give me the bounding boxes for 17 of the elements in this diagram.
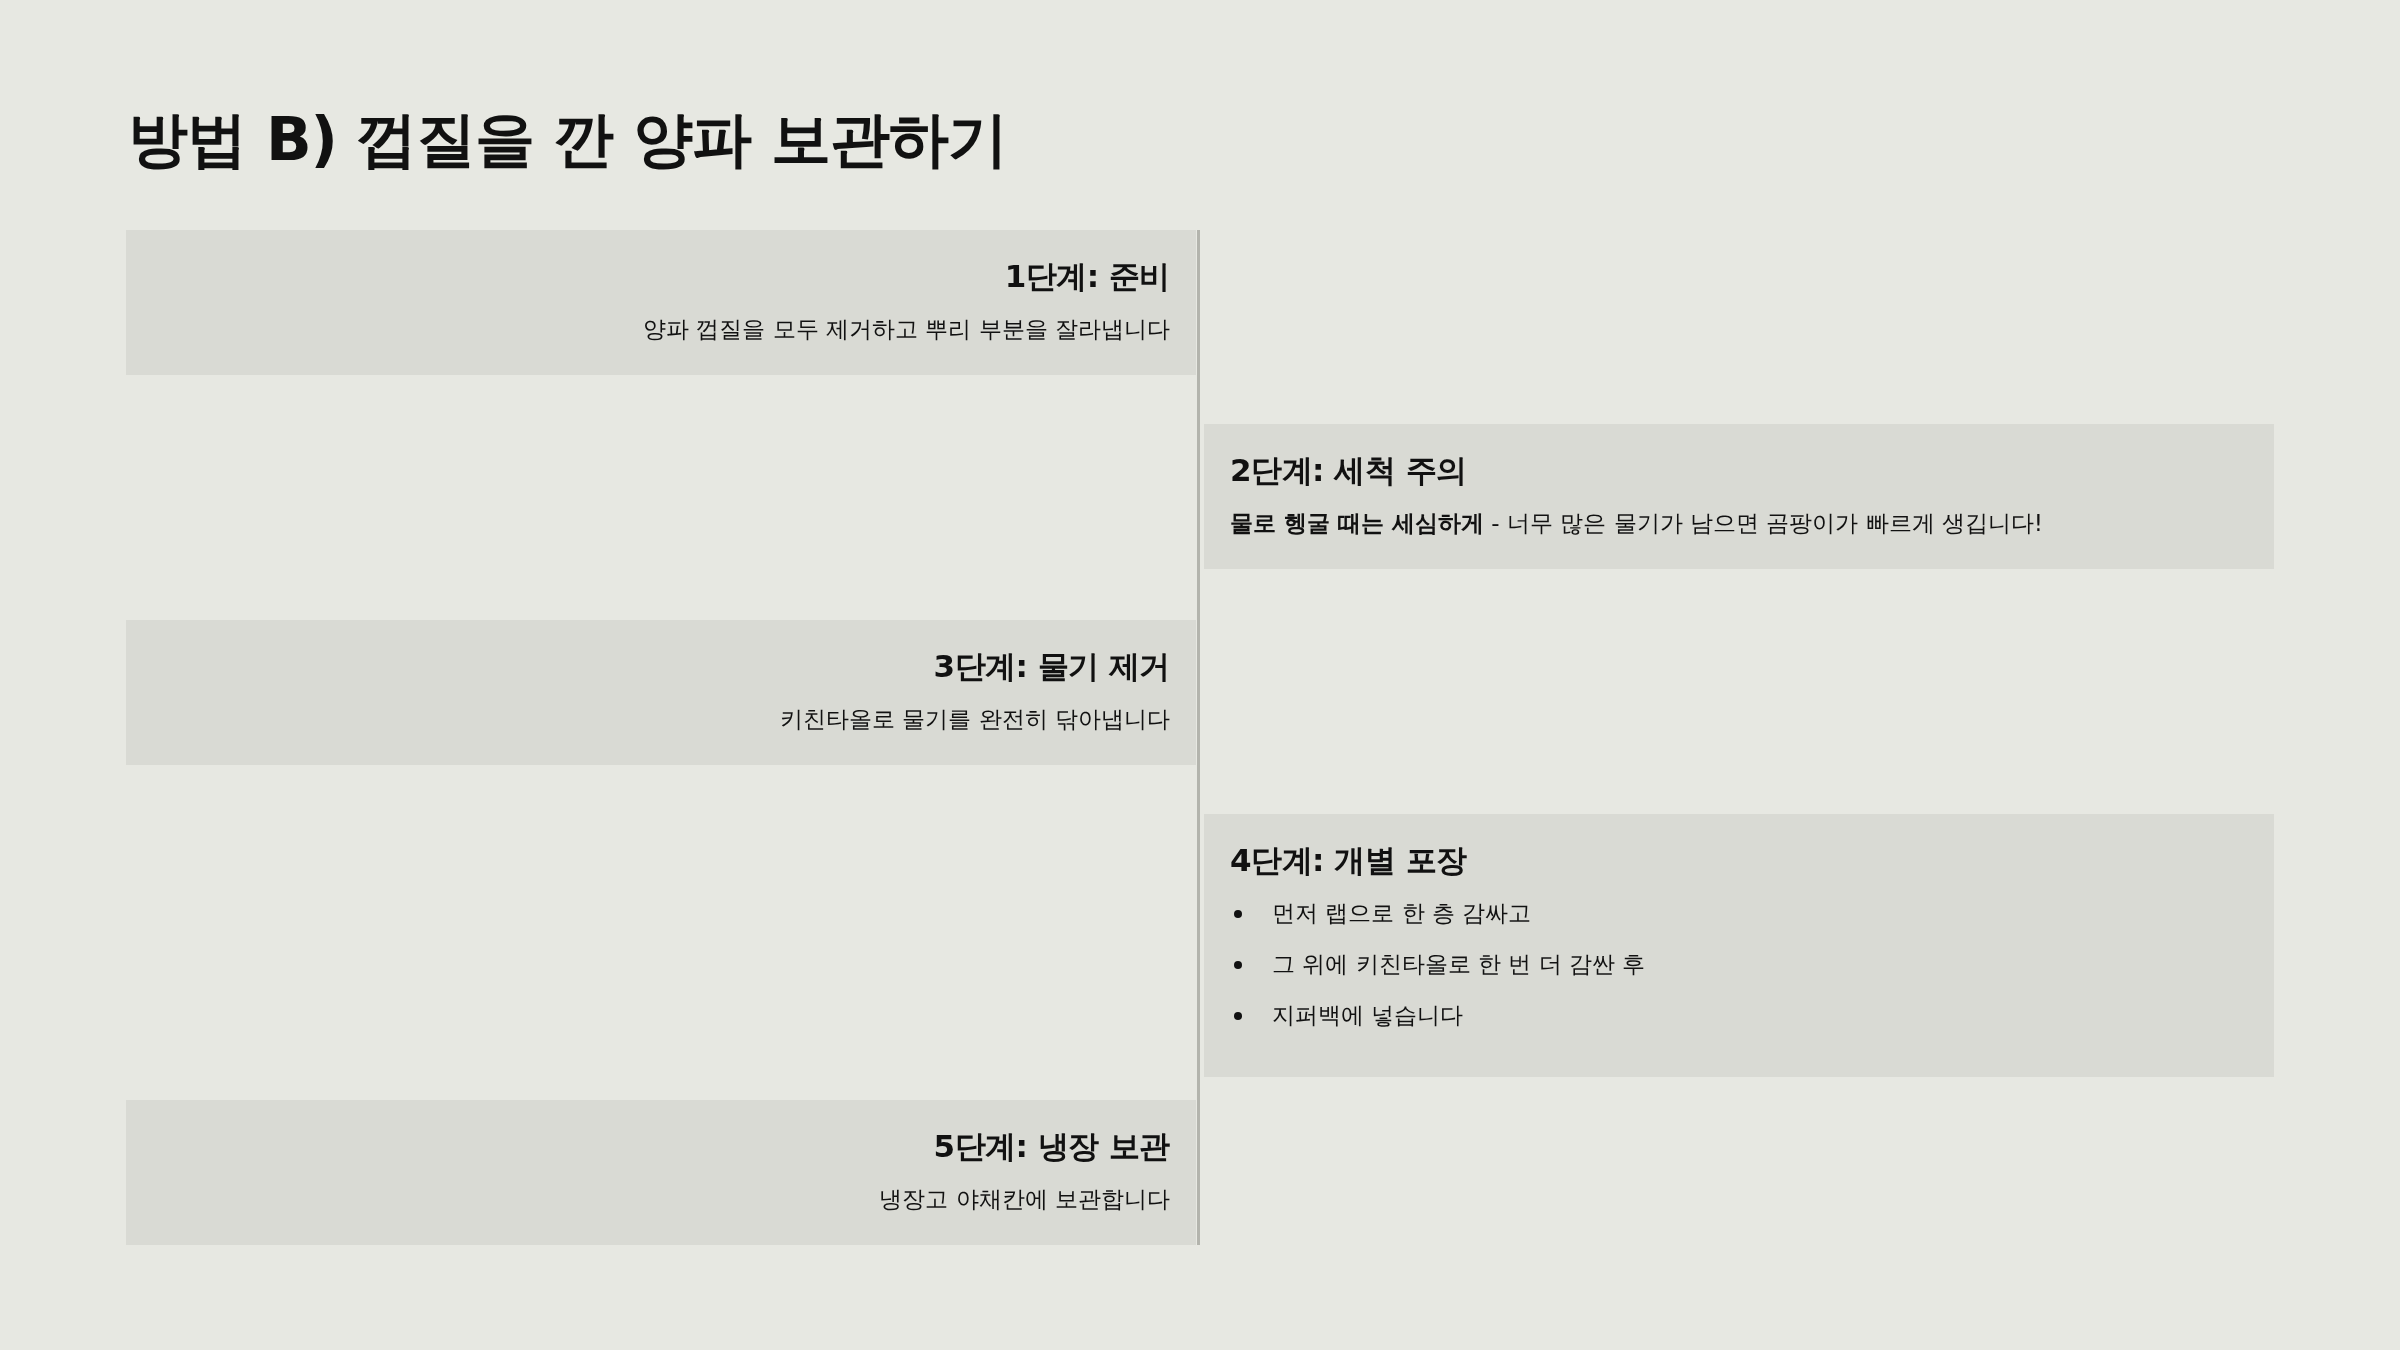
step-card (126, 620, 1196, 765)
step-card (126, 1100, 1196, 1245)
step-heading: 1단계: 준비 (1003, 257, 1170, 296)
bullet-item: 그 위에 키친타올로 한 번 더 감싼 후 (1272, 950, 1646, 979)
step-heading: 3단계: 물기 제거 (932, 647, 1170, 686)
page-title: 방법 B) 껍질을 깐 양파 보관하기 (128, 103, 1007, 176)
step-heading: 2단계: 세척 주의 (1230, 451, 1468, 490)
step-description: 양파 껍질을 모두 제거하고 뿌리 부분을 잘라냅니다 (642, 315, 1170, 344)
step-heading: 4단계: 개별 포장 (1230, 841, 1468, 880)
step-description: 키친타올로 물기를 완전히 닦아냅니다 (779, 705, 1170, 734)
step-card (126, 230, 1196, 375)
bullet-item: 지퍼백에 넣습니다 (1272, 1001, 1464, 1030)
bullet-item: 먼저 랩으로 한 층 감싸고 (1272, 899, 1532, 928)
step-heading: 5단계: 냉장 보관 (932, 1127, 1170, 1166)
step-description: 냉장고 야채칸에 보관합니다 (878, 1185, 1170, 1214)
step-description: 물로 헹굴 때는 세심하게 - 너무 많은 물기가 남으면 곰팡이가 빠르게 생깁니다! (1230, 509, 2045, 538)
step-card (1204, 814, 2274, 1077)
